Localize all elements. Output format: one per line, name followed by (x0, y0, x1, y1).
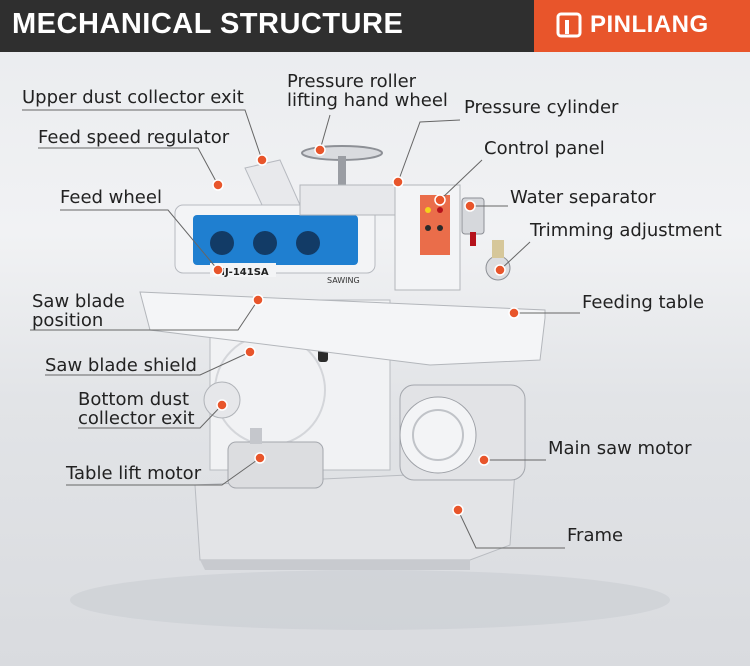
label-frame: Frame (567, 525, 624, 546)
label-control-panel: Control panel (484, 138, 605, 159)
label-pressure-roller-line2: lifting hand wheel (287, 90, 448, 111)
label-feed-speed-regulator: Feed speed regulator (38, 127, 230, 148)
brand-banner: PINLIANG (534, 0, 750, 52)
label-trimming-adjustment: Trimming adjustment (530, 220, 722, 241)
label-bottom-dust-line1: Bottom dust (78, 389, 190, 410)
model-plate: MJ-141SA (215, 267, 269, 278)
label-pressure-roller-line1: Pressure roller (287, 71, 417, 92)
label-saw-blade-line1: Saw blade (32, 291, 125, 312)
brand-name: PINLIANG (590, 11, 709, 38)
label-saw-blade-shield: Saw blade shield (45, 355, 197, 376)
label-main-saw-motor: Main saw motor (548, 438, 692, 459)
upper-dust-chute (244, 159, 301, 206)
label-table-lift-motor: Table lift motor (66, 463, 202, 484)
label-water-separator: Water separator (510, 187, 656, 208)
table-lift-motor (227, 441, 324, 489)
control-panel (420, 195, 450, 255)
water-separator (461, 197, 485, 235)
trimming-knob (485, 255, 511, 281)
label-pressure-cylinder: Pressure cylinder (464, 97, 619, 118)
label-bottom-dust-line2: collector exit (78, 408, 195, 429)
sawing-badge: SAWING (327, 276, 360, 285)
bottom-dust-exit (203, 381, 241, 419)
brand-logo-icon (556, 12, 582, 38)
label-feed-wheel: Feed wheel (60, 187, 162, 208)
header-bar: MECHANICAL STRUCTURE PINLIANG (0, 0, 750, 52)
label-upper-dust-collector-exit: Upper dust collector exit (22, 87, 244, 108)
floor-shadow (70, 570, 670, 630)
feeding-table (139, 291, 546, 366)
page-title: MECHANICAL STRUCTURE (12, 8, 404, 40)
label-feeding-table: Feeding table (582, 292, 705, 313)
label-saw-blade-line2: position (32, 310, 104, 331)
